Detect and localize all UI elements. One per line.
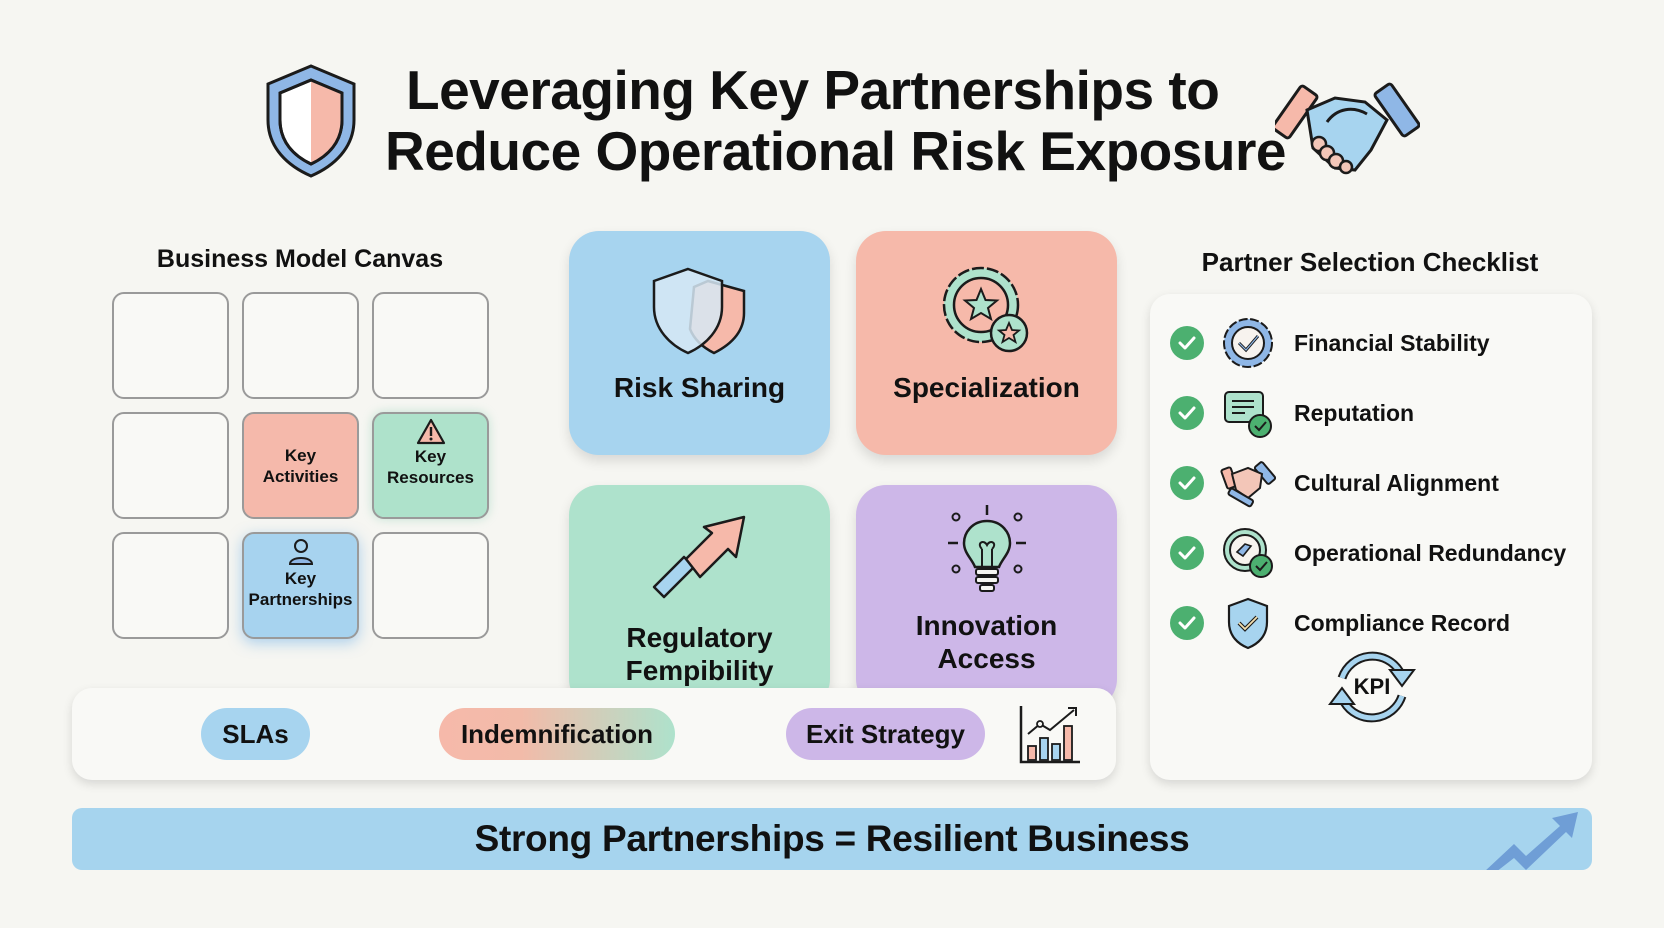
header-handshake-icon xyxy=(1271,80,1421,178)
bmc-cell-empty xyxy=(112,292,229,399)
bmc-cell-label: Key xyxy=(284,445,317,465)
lightbulb-icon xyxy=(932,503,1042,599)
checklist-item-cultural-alignment: Cultural Alignment xyxy=(1170,458,1499,508)
checklist-item-label: Cultural Alignment xyxy=(1294,469,1499,496)
check-icon xyxy=(1170,466,1204,500)
shield-check-icon xyxy=(1220,595,1276,651)
bmc-cell-empty xyxy=(112,412,229,519)
benefit-label: Specialization xyxy=(893,372,1080,403)
bar-chart-trend-icon xyxy=(1018,704,1082,764)
person-icon xyxy=(288,538,314,568)
overlapping-shields-icon xyxy=(645,261,755,361)
bmc-cell-label: Activities xyxy=(262,466,339,486)
checklist-item-financial-stability: Financial Stability xyxy=(1170,318,1490,368)
pill-exit-strategy: Exit Strategy xyxy=(786,708,985,760)
bmc-cell-empty xyxy=(372,292,489,399)
benefit-label: Fempibility xyxy=(625,655,774,686)
check-icon xyxy=(1170,326,1204,360)
benefit-label: Risk Sharing xyxy=(613,372,786,403)
checklist-item-label: Operational Redundancy xyxy=(1294,539,1567,566)
benefit-card-innovation-access: Innovation Access xyxy=(856,485,1117,709)
pill-slas: SLAs xyxy=(201,708,310,760)
pill-indemnification: Indemnification xyxy=(439,708,675,760)
check-icon xyxy=(1170,396,1204,430)
checklist-item-label: Reputation xyxy=(1294,399,1415,426)
benefit-card-specialization: Specialization xyxy=(856,231,1117,455)
checklist-panel xyxy=(1150,294,1592,780)
bmc-cell-empty xyxy=(242,292,359,399)
verified-badge-icon xyxy=(1220,315,1276,371)
bmc-cell-label: Partnerships xyxy=(248,590,353,609)
checklist-item-operational-redundancy: Operational Redundancy xyxy=(1170,528,1566,578)
backup-check-icon xyxy=(1220,525,1276,581)
benefit-label: Innovation xyxy=(915,610,1058,641)
check-icon xyxy=(1170,606,1204,640)
bmc-heading: Business Model Canvas xyxy=(156,245,444,273)
bmc-cell-label: Resources xyxy=(387,468,474,487)
kpi-cycle-icon: KPI xyxy=(1324,642,1420,732)
bmc-cell-key-resources: Key Resources xyxy=(372,412,489,519)
benefit-card-regulatory-flexibility: Regulatory Fempibility xyxy=(569,485,830,709)
bmc-cell-label: Key xyxy=(414,447,447,466)
banner-text: Strong Partnerships = Resilient Business xyxy=(474,818,1190,859)
page-title-line-1: Leveraging Key Partnerships to xyxy=(406,59,1220,121)
header-shield-icon xyxy=(262,62,360,180)
checklist-item-label: Financial Stability xyxy=(1294,329,1490,356)
badge-star-icon xyxy=(932,261,1042,361)
handshake-icon xyxy=(1220,455,1276,511)
bottom-banner: Strong Partnerships = Resilient Business xyxy=(72,808,1592,870)
checklist-item-compliance-record: Compliance Record xyxy=(1170,595,1510,651)
bmc-cell-empty xyxy=(372,532,489,639)
bmc-cell-empty xyxy=(112,532,229,639)
bmc-cell-key-activities: Key Activities xyxy=(242,412,359,519)
kpi-label: KPI xyxy=(1353,674,1391,699)
checklist-item-label: Compliance Record xyxy=(1294,609,1510,636)
checklist-item-reputation: Reputation xyxy=(1170,388,1414,438)
checklist-heading: Partner Selection Checklist xyxy=(1201,247,1539,277)
bmc-cell-key-partnerships: Key Partnerships xyxy=(242,532,359,639)
trend-up-arrow-icon xyxy=(1480,810,1580,870)
warning-icon xyxy=(416,418,446,446)
benefit-label: Access xyxy=(937,643,1036,674)
check-icon xyxy=(1170,536,1204,570)
bmc-cell-label: Key xyxy=(284,569,317,588)
review-message-icon xyxy=(1220,385,1276,441)
page-title-line-2: Reduce Operational Risk Exposure xyxy=(385,120,1286,182)
benefit-card-risk-sharing: Risk Sharing xyxy=(569,231,830,455)
trend-arrow-icon xyxy=(645,507,755,607)
benefit-label: Regulatory xyxy=(626,622,773,653)
